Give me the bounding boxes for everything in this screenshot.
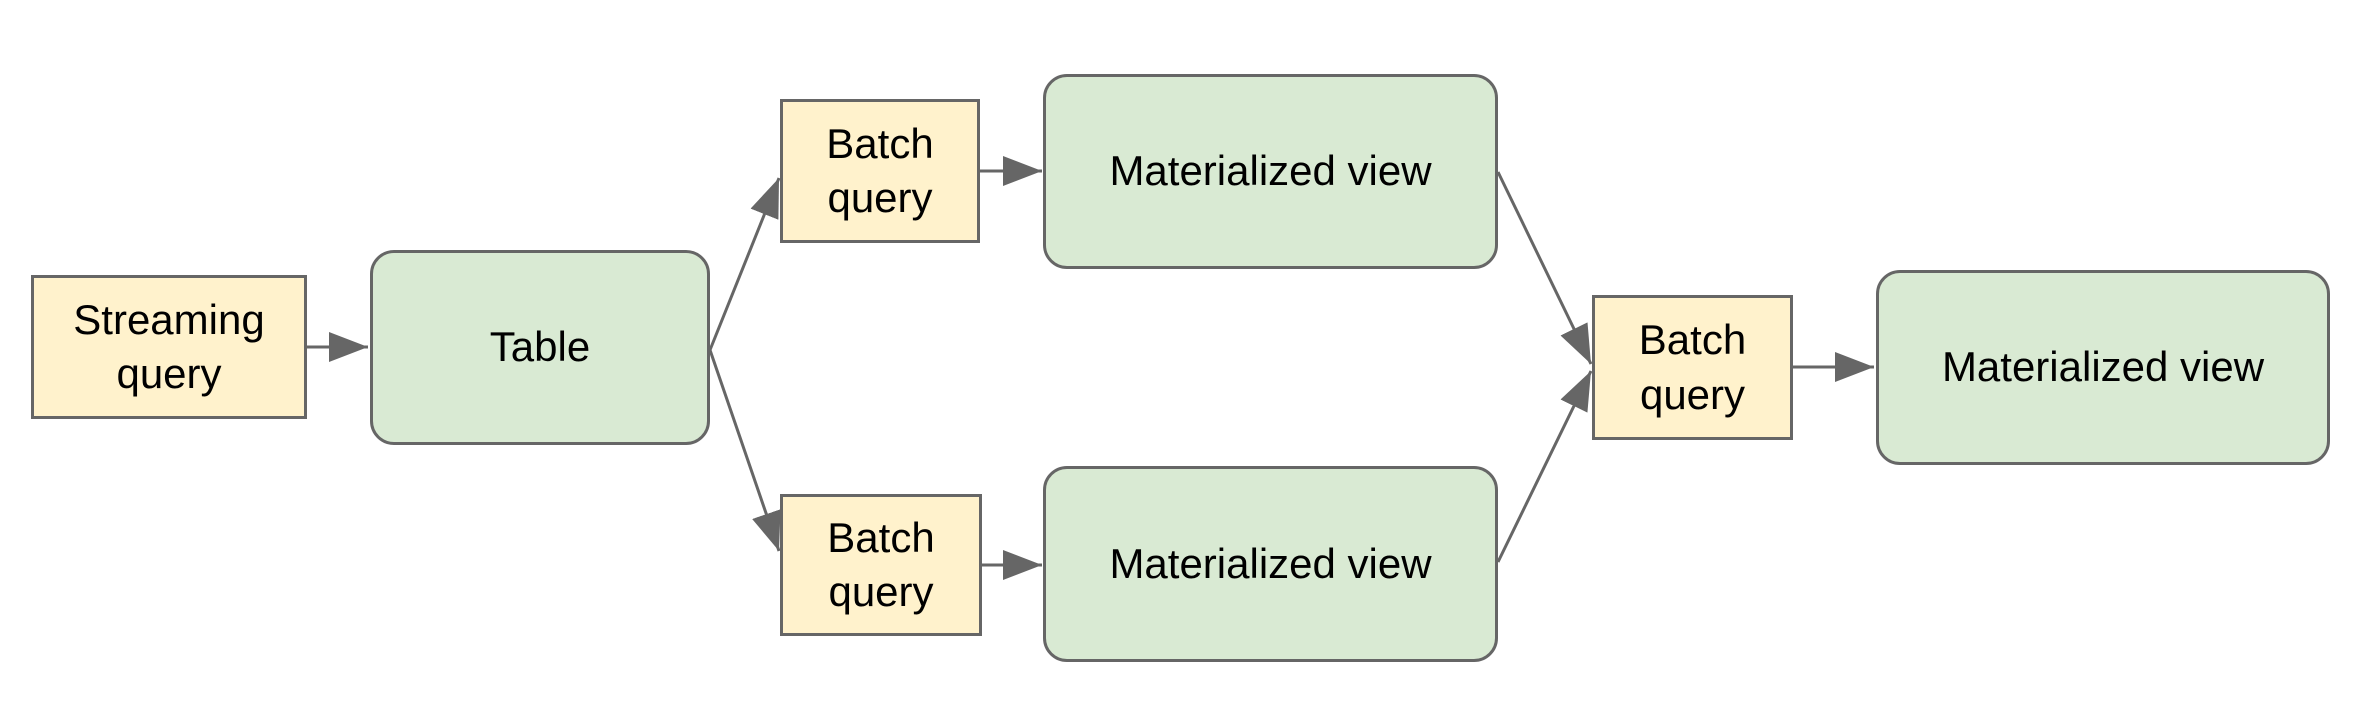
- node-materialized-view-top: Materialized view: [1043, 74, 1498, 269]
- node-materialized-view-right-label: Materialized view: [1941, 343, 2265, 391]
- node-batch-query-bottom-label: Batch query: [827, 513, 935, 615]
- node-materialized-view-bottom-label: Materialized view: [1109, 539, 1432, 587]
- arrow-materialized-view-top-to-batch-query-right: [1496, 171, 1593, 365]
- node-batch-query-top: Batch query: [780, 99, 980, 243]
- arrow-table-to-batch-query-top: [708, 177, 781, 351]
- node-materialized-view-top-label: Materialized view: [1109, 147, 1432, 195]
- arrow-materialized-view-bottom-to-batch-query-right: [1496, 370, 1593, 563]
- node-batch-query-bottom: Batch query: [780, 494, 982, 636]
- node-streaming-query: Streaming query: [31, 275, 307, 419]
- node-batch-query-right-label: Batch query: [1638, 316, 1747, 418]
- node-streaming-query-label: Streaming query: [73, 295, 265, 397]
- node-table: Table: [370, 250, 710, 445]
- node-batch-query-right: Batch query: [1592, 295, 1793, 440]
- node-materialized-view-right: Materialized view: [1876, 270, 2330, 465]
- node-batch-query-top-label: Batch query: [826, 119, 934, 221]
- node-materialized-view-bottom: Materialized view: [1043, 466, 1498, 662]
- arrow-table-to-batch-query-bottom: [708, 349, 781, 552]
- node-table-label: Table: [489, 323, 591, 371]
